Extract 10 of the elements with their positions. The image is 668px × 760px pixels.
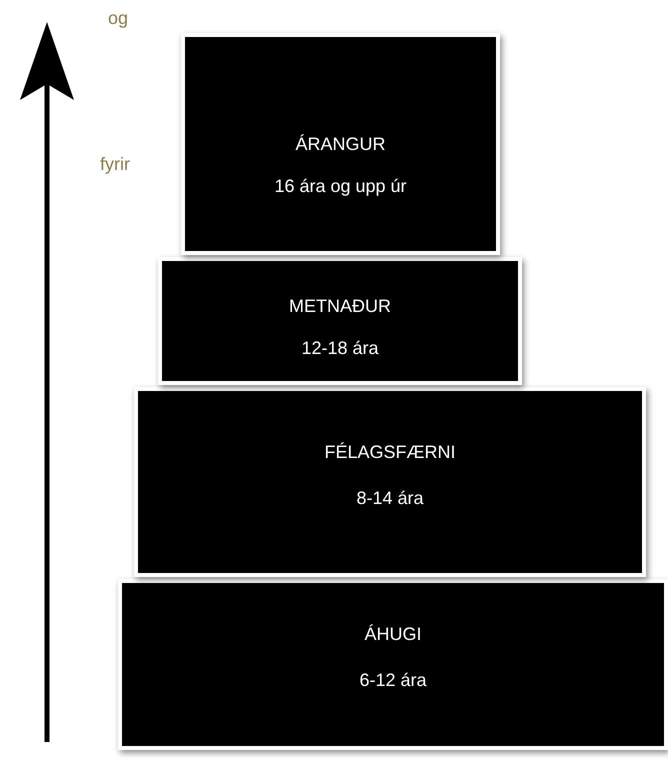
level-title: ÁHUGI — [364, 623, 422, 645]
note-label: og — [108, 8, 128, 29]
level-title: METNAÐUR — [289, 295, 391, 317]
level-title: ÁRANGUR — [296, 133, 386, 155]
age-range: 6-12 ára — [359, 669, 427, 691]
age-range: 8-14 ára — [356, 487, 424, 509]
level-title: FÉLAGSFÆRNI — [324, 441, 456, 463]
age-range: 16 ára og upp úr — [274, 175, 407, 197]
age-range: 12-18 ára — [301, 337, 379, 359]
note-label: fyrir — [100, 154, 130, 175]
